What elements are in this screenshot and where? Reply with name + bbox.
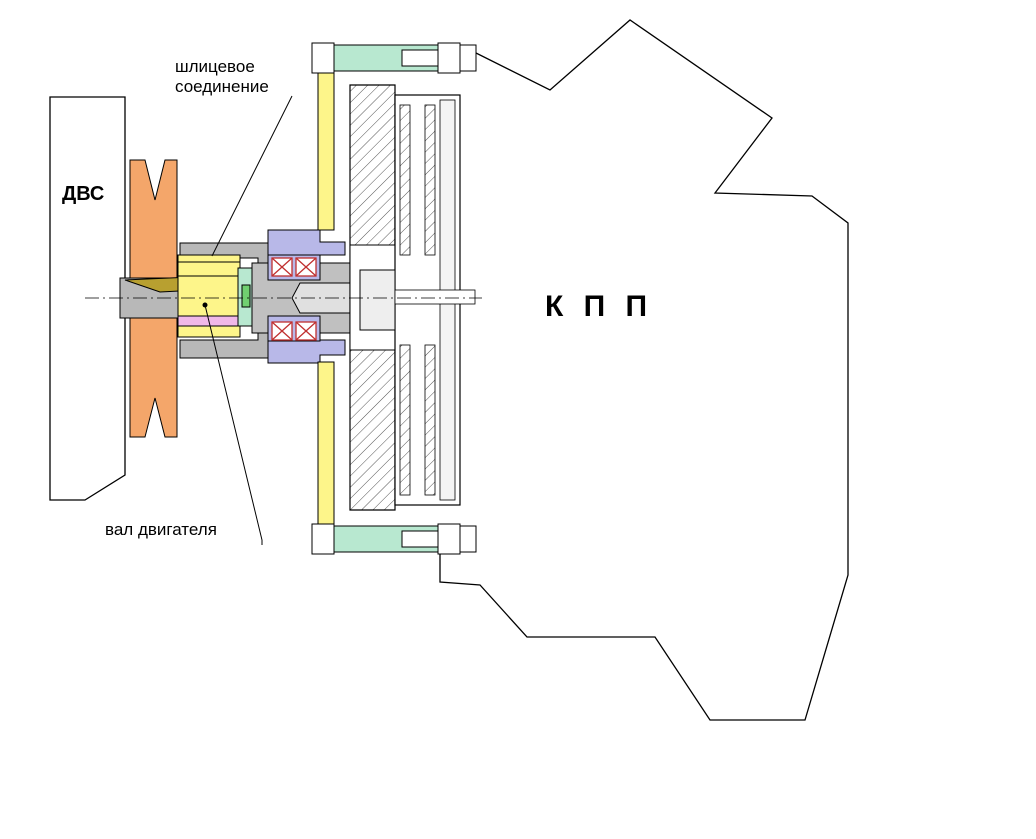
engine-block	[49, 96, 126, 501]
spline-label-line2: соединение	[175, 77, 269, 96]
gearbox-label: К П П	[545, 290, 653, 323]
bottom-bolt-assembly	[311, 523, 477, 555]
spline-label-line1: шлицевое	[175, 57, 255, 76]
top-bolt-assembly	[311, 42, 477, 74]
shaft-leader-line	[204, 304, 263, 545]
shaft-leader-dot	[202, 302, 208, 308]
bearings	[271, 257, 317, 341]
engine-shaft-label: вал двигателя	[105, 520, 217, 539]
clutch-pack	[349, 84, 476, 511]
engine-label: ДВС	[62, 183, 104, 205]
gearbox-housing-outline	[439, 19, 849, 721]
spline-leader-line	[211, 95, 293, 257]
